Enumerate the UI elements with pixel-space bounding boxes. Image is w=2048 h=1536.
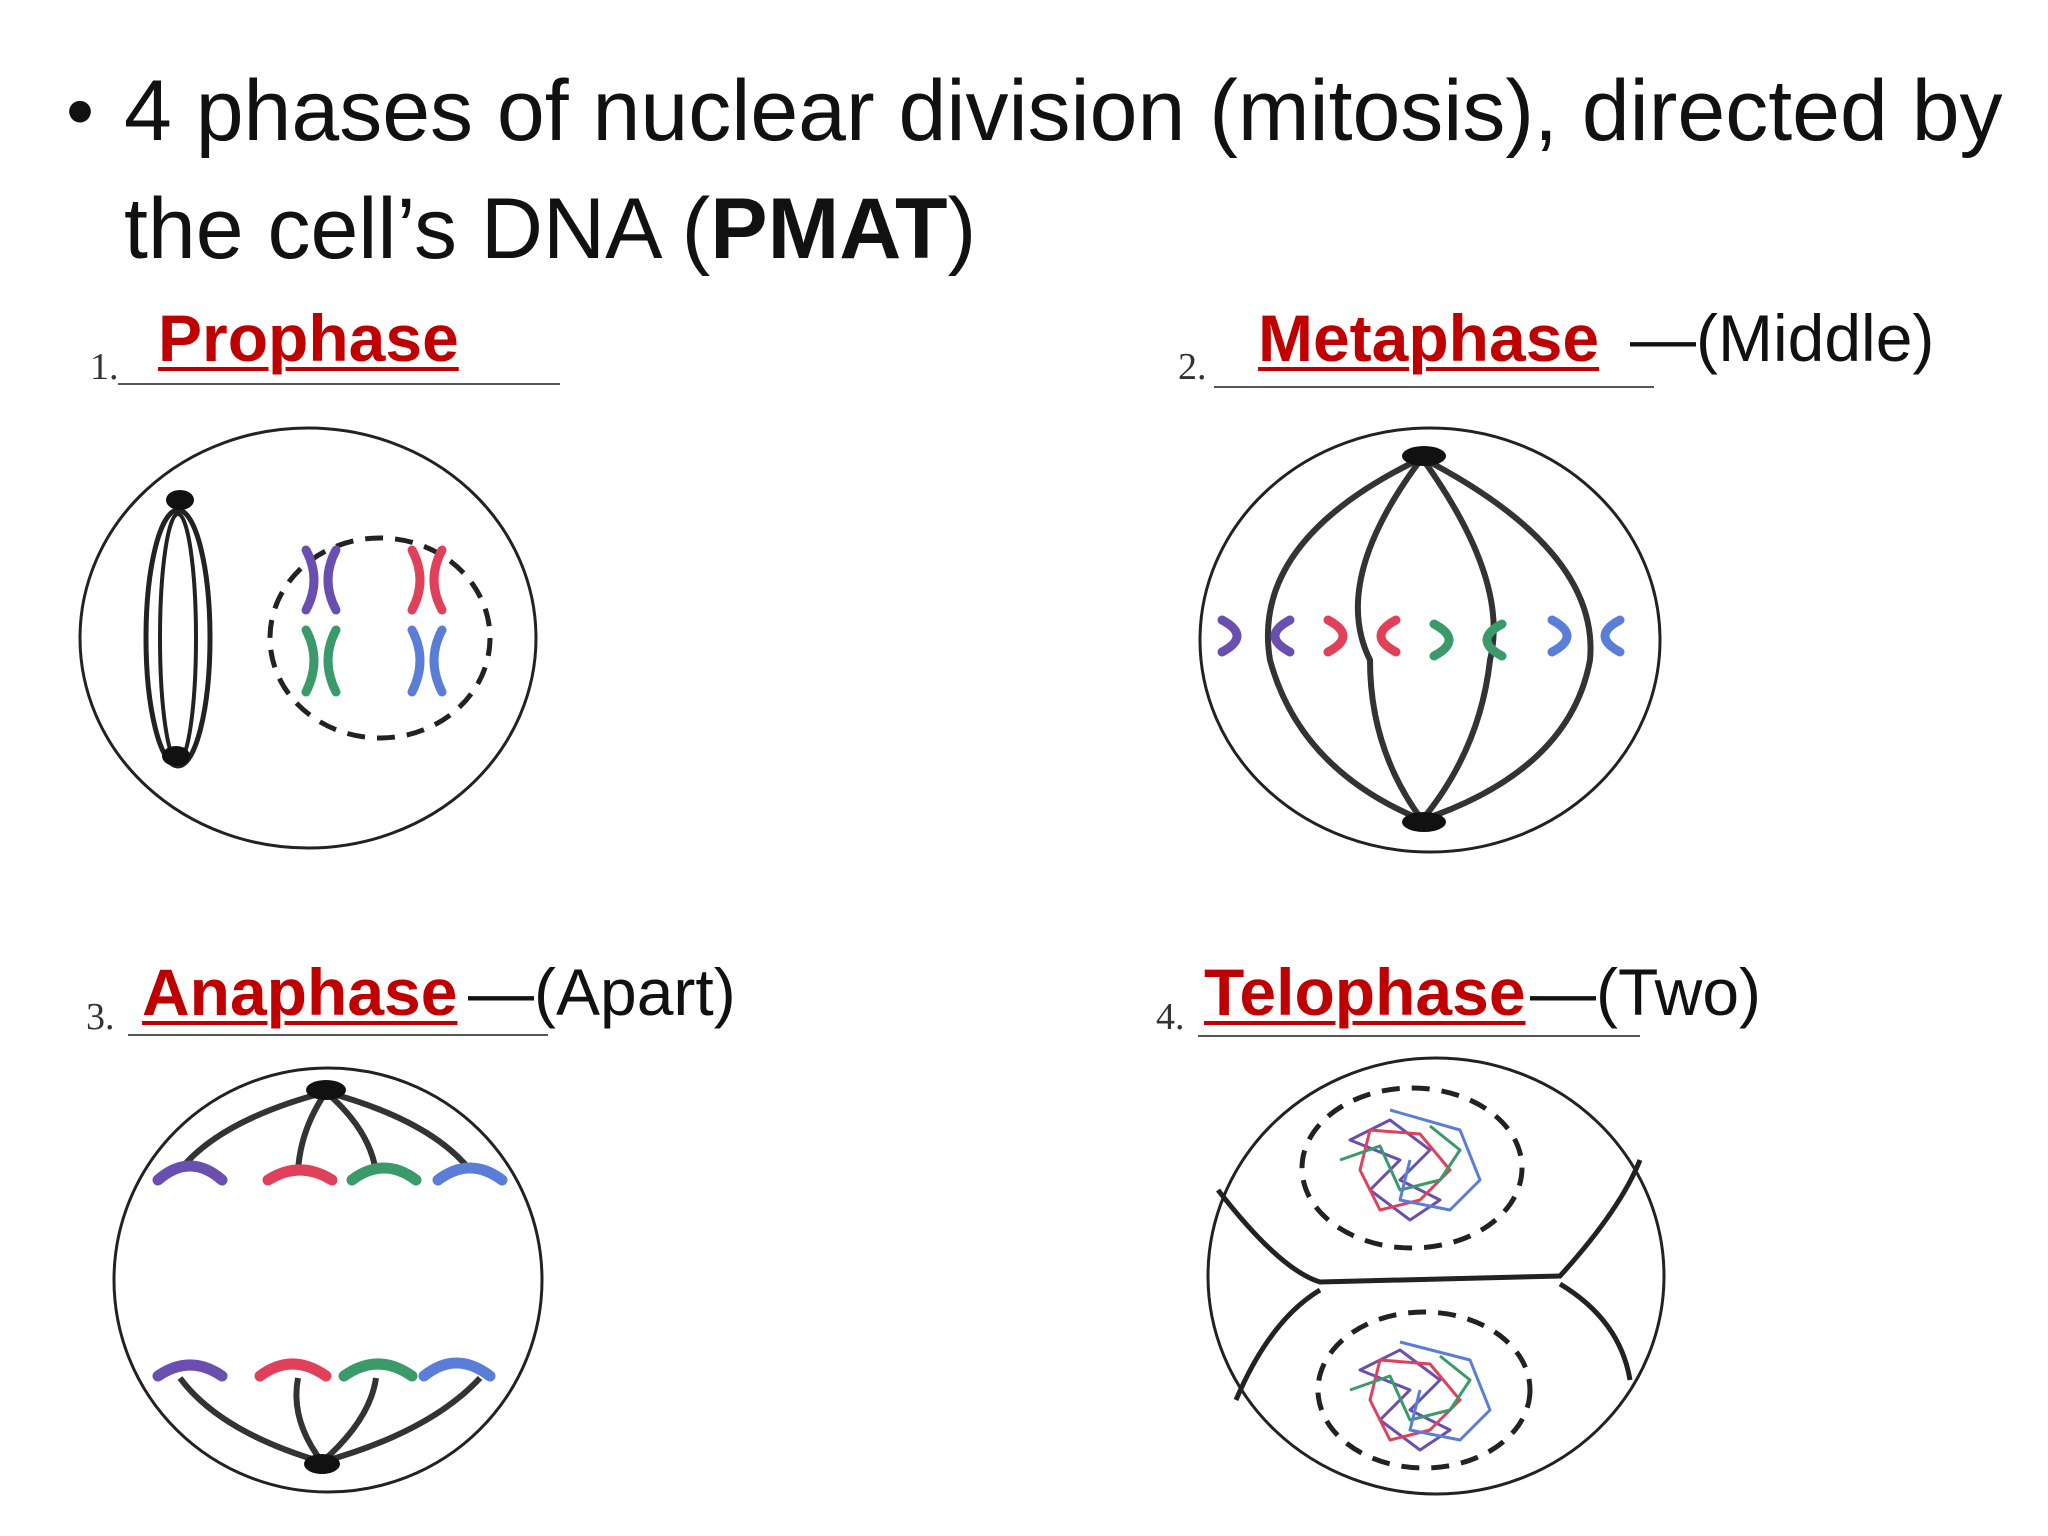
chromosome-green xyxy=(301,625,341,697)
phase-1-name: Prophase xyxy=(158,301,459,375)
chromosome-purple xyxy=(152,1160,228,1186)
spindle-fiber xyxy=(320,1377,379,1465)
phase-2-number: 2. xyxy=(1178,346,1207,388)
chromosome-purple xyxy=(152,1359,228,1382)
cell-membrane xyxy=(1198,426,1662,854)
phase-2-hint: —(Middle) xyxy=(1630,301,1935,375)
phase-2-name: Metaphase xyxy=(1258,301,1600,375)
centriole xyxy=(306,1080,346,1100)
spindle-fiber xyxy=(177,1376,323,1465)
phase-4-name: Telophase xyxy=(1204,955,1526,1029)
chromosome-green xyxy=(1429,619,1507,661)
chromosome-green xyxy=(346,1162,422,1186)
spindle-fiber xyxy=(325,1089,473,1172)
phase-4-hint: —(Two) xyxy=(1530,955,1761,1029)
cleavage-furrow xyxy=(1558,1281,1633,1381)
centriole xyxy=(1402,446,1446,466)
spindle-fiber xyxy=(321,1375,483,1465)
phase-2-blank xyxy=(1214,386,1654,388)
phase-1-number: 1. xyxy=(90,346,119,388)
bullet-text: 4 phases of nuclear division (mitosis), … xyxy=(124,63,2003,277)
chromosome-red xyxy=(262,1164,338,1186)
phase-3-blank xyxy=(128,1034,548,1036)
spindle-fiber xyxy=(1264,455,1424,823)
spindle-fiber xyxy=(1420,455,1594,823)
chromosome-green xyxy=(338,1358,418,1382)
spindle-fiber xyxy=(1419,456,1497,822)
cleavage-furrow xyxy=(1216,1159,1643,1285)
chromosome-blue xyxy=(407,625,447,697)
spindle-fiber xyxy=(158,512,198,764)
prophase-cell-drawing xyxy=(78,426,538,850)
spindle-fiber xyxy=(177,1089,327,1172)
nuclear-envelope xyxy=(1299,1085,1525,1251)
spindle-fiber xyxy=(1354,456,1425,822)
centriole xyxy=(166,490,194,510)
phase-3-name: Anaphase xyxy=(142,955,458,1029)
nuclear-envelope xyxy=(267,535,493,741)
chromatin-blue xyxy=(1399,1340,1492,1442)
chromosome-blue xyxy=(1547,615,1625,657)
chromatin-red xyxy=(1368,1358,1462,1442)
chromosome-red xyxy=(1323,615,1401,657)
cell-membrane xyxy=(112,1066,544,1494)
cell-membrane xyxy=(1206,1056,1666,1496)
phase-4-blank xyxy=(1198,1035,1640,1037)
chromosome-red xyxy=(254,1358,332,1382)
anaphase-cell-drawing xyxy=(112,1066,544,1494)
phase-1-blank xyxy=(118,383,560,385)
chromosome-red xyxy=(407,545,447,615)
chromosome-purple xyxy=(301,545,341,615)
spindle-fiber xyxy=(295,1090,329,1173)
bullet-icon: • xyxy=(66,66,95,155)
spindle-fiber xyxy=(143,507,213,769)
centriole xyxy=(304,1454,340,1474)
chromosome-purple xyxy=(1217,615,1295,657)
chromatin-red xyxy=(1358,1128,1452,1212)
phase-4-number: 4. xyxy=(1156,996,1185,1038)
phase-3-number: 3. xyxy=(86,996,115,1038)
cleavage-furrow xyxy=(1233,1287,1322,1401)
telophase-cell-drawing xyxy=(1206,1056,1666,1496)
chromosome-blue xyxy=(418,1357,496,1382)
chromatin-green xyxy=(1339,1124,1462,1192)
chromatin-green xyxy=(1349,1354,1472,1422)
chromosome-blue xyxy=(432,1162,508,1186)
nuclear-envelope xyxy=(1315,1309,1533,1471)
metaphase-cell-drawing xyxy=(1198,426,1662,854)
chromatin-blue xyxy=(1389,1108,1482,1212)
spindle-fiber xyxy=(293,1377,325,1464)
phase-3-hint: —(Apart) xyxy=(468,955,736,1029)
centriole xyxy=(1402,812,1446,832)
cell-membrane xyxy=(78,426,538,850)
pmat-acronym: PMAT xyxy=(710,181,948,277)
centriole xyxy=(162,746,190,766)
